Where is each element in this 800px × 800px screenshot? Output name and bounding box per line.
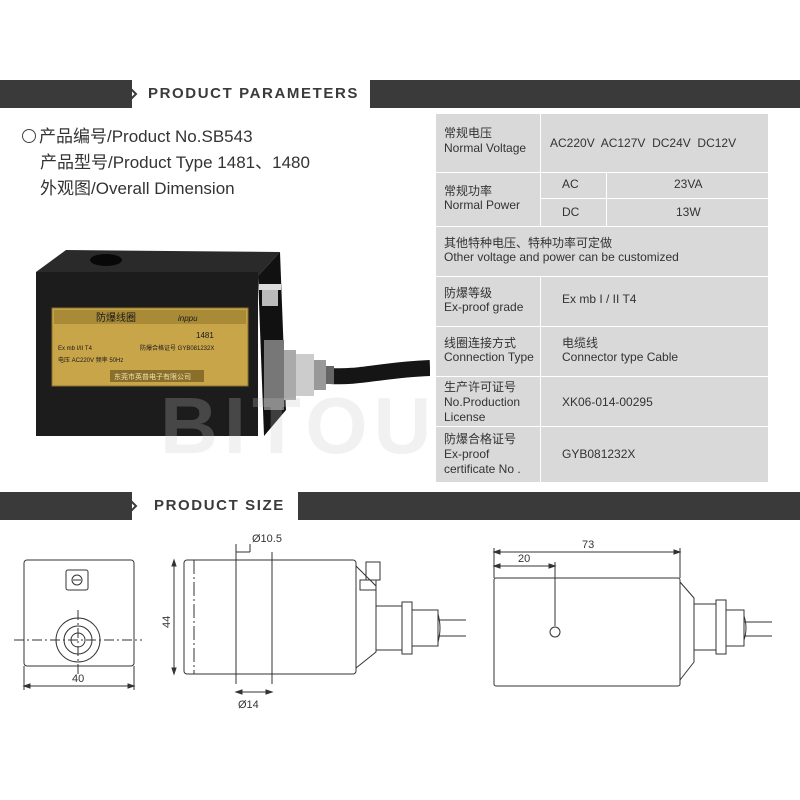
section-title-parameters: PRODUCT PARAMETERS — [140, 80, 368, 108]
nameplate-brand: inppu — [178, 314, 198, 323]
banner-bar-right — [370, 80, 800, 108]
license-label-en-1: No.Production — [444, 395, 521, 409]
nameplate-manufacturer: 东莞市英普电子有限公司 — [114, 372, 191, 381]
section-title-size: PRODUCT SIZE — [146, 492, 293, 520]
normal-power-label-cn: 常规功率 — [444, 184, 493, 198]
dim-width-front: 40 — [72, 673, 84, 685]
side-view-drawing — [171, 544, 466, 695]
dimension-drawings: 40 44 Ø10.5 Ø14 — [14, 533, 772, 711]
nameplate-voltage: 电压 AC220V 频率 50Hz — [58, 356, 123, 364]
product-number: 产品编号/Product No.SB543 — [39, 127, 253, 146]
normal-voltage-value: AC220V AC127V DC24V DC12V — [550, 136, 737, 150]
front-view-drawing — [14, 559, 142, 690]
exproof-grade-value: Ex mb I / II T4 — [562, 292, 637, 306]
connection-value-cn: 电缆线 — [562, 336, 599, 350]
connection-label-en: Connection Type — [444, 350, 534, 364]
product-info: 产品编号/Product No.SB543 产品型号/Product Type … — [22, 124, 310, 202]
license-value: XK06-014-00295 — [562, 395, 653, 409]
connection-value-en: Connector type Cable — [562, 350, 679, 364]
nameplate-ex-grade: Ex mb I/II T4 — [58, 346, 93, 352]
custom-note-cn: 其他特种电压、特种功率可定做 — [444, 236, 613, 250]
exproof-grade-label-en: Ex-proof grade — [444, 300, 524, 314]
dim-length: 73 — [582, 539, 594, 551]
parameters-table: 常规电压 Normal Voltage AC220V AC127V DC24V … — [436, 114, 768, 482]
certificate-label-cn: 防爆合格证号 — [444, 432, 517, 446]
custom-note-en: Other voltage and power can be customize… — [444, 250, 679, 264]
power-dc-value: 13W — [676, 205, 701, 219]
top-view-drawing — [492, 548, 772, 687]
normal-power-label-en: Normal Power — [444, 198, 521, 212]
dim-hole-bottom: Ø14 — [238, 699, 259, 711]
power-ac-value: 23VA — [674, 177, 703, 191]
watermark: BITOU — [160, 381, 438, 470]
exproof-grade-label-cn: 防爆等级 — [444, 286, 493, 300]
power-ac-type: AC — [562, 177, 579, 191]
dim-offset: 20 — [518, 553, 530, 565]
certificate-label-en-2: certificate No . — [444, 462, 521, 476]
nameplate-certificate: 防爆合格证号 GYB081232X — [140, 344, 214, 352]
circle-bullet-icon — [22, 129, 36, 143]
normal-voltage-label-en: Normal Voltage — [444, 141, 527, 155]
product-photo: 防爆线圈 inppu 1481 Ex mb I/II T4 防爆合格证号 GYB… — [36, 250, 430, 436]
product-parameters-banner: PRODUCT PARAMETERS — [0, 80, 800, 108]
certificate-label-en-1: Ex-proof — [444, 447, 490, 461]
banner-bar-right — [298, 492, 800, 520]
license-label-cn: 生产许可证号 — [444, 380, 517, 394]
nameplate-model: 1481 — [196, 331, 214, 340]
banner-bar-left — [0, 492, 132, 520]
banner-bar-left — [0, 80, 132, 108]
overall-dimension-label: 外观图/Overall Dimension — [40, 179, 235, 198]
license-label-en-2: License — [444, 410, 486, 424]
power-dc-type: DC — [562, 205, 580, 219]
dim-height: 44 — [161, 616, 173, 628]
normal-voltage-label-cn: 常规电压 — [444, 126, 493, 140]
product-size-banner: PRODUCT SIZE — [0, 492, 800, 520]
chevron-right-icon — [128, 498, 138, 514]
certificate-value: GYB081232X — [562, 447, 636, 461]
nameplate-title: 防爆线圈 — [96, 311, 136, 324]
connection-label-cn: 线圈连接方式 — [444, 336, 517, 350]
product-type: 产品型号/Product Type 1481、1480 — [40, 153, 310, 172]
dim-hole-top: Ø10.5 — [252, 533, 282, 545]
chevron-right-icon — [128, 86, 138, 102]
